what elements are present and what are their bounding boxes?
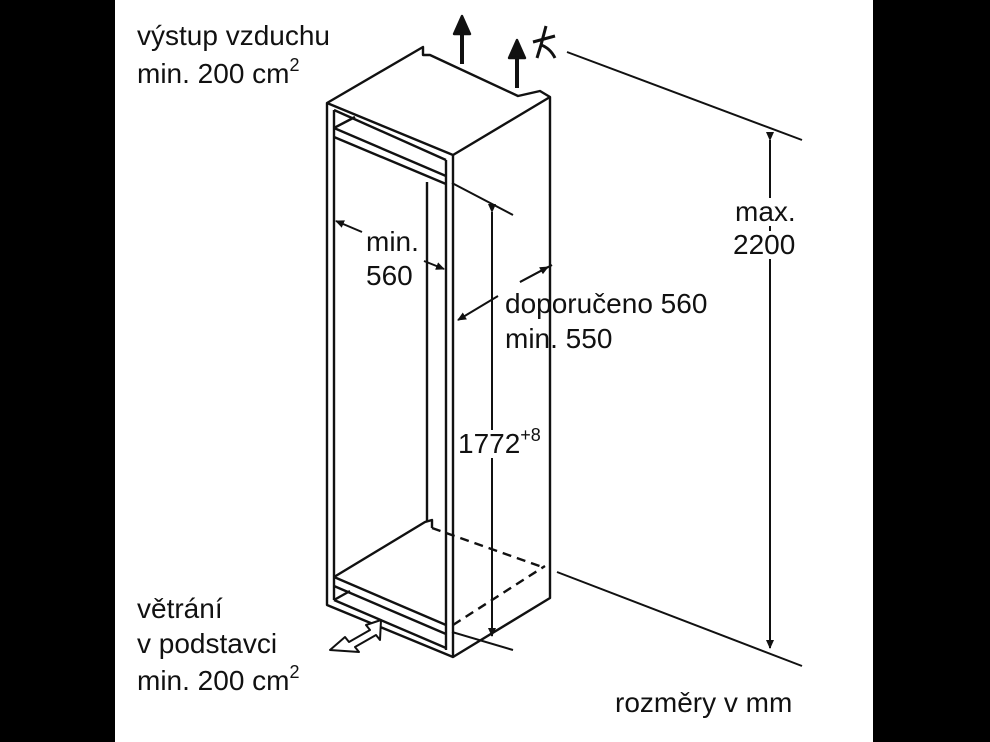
units-note: rozměry v mm	[615, 687, 793, 718]
width-min-value: 560	[366, 260, 413, 291]
cabinet-outline	[325, 45, 552, 659]
dimension-max-height	[556, 51, 803, 667]
air-outlet-area-value: min. 200 cm	[137, 58, 290, 89]
base-vent-label: větrání	[137, 593, 223, 624]
dimension-depth	[457, 264, 553, 321]
base-vent-area-value: min. 200 cm	[137, 665, 290, 696]
dimension-niche-height	[451, 182, 514, 651]
base-vent-area: min. 200 cm2	[137, 663, 300, 696]
air-outlet-area-sup: 2	[289, 55, 300, 75]
base-vent-arrow-icon	[329, 619, 382, 653]
depth-min: min. 550	[505, 323, 613, 354]
angle-symbol-icon	[532, 25, 557, 59]
width-min-label: min.	[366, 226, 419, 257]
niche-height-tolerance: +8	[520, 425, 541, 445]
air-outlet-arrows-icon	[452, 14, 527, 88]
base-vent-area-sup: 2	[289, 662, 300, 682]
niche-height-value: 1772	[458, 428, 521, 459]
height-max-value: 2200	[733, 229, 796, 260]
air-outlet-label: výstup vzduchu	[137, 20, 330, 51]
dimension-width	[335, 220, 445, 270]
depth-recommended: doporučeno 560	[505, 288, 708, 319]
height-max-label: max.	[735, 196, 796, 227]
air-outlet-area: min. 200 cm2	[137, 56, 300, 89]
base-vent-location: v podstavci	[137, 628, 278, 659]
niche-height: 1772+8	[458, 426, 541, 459]
